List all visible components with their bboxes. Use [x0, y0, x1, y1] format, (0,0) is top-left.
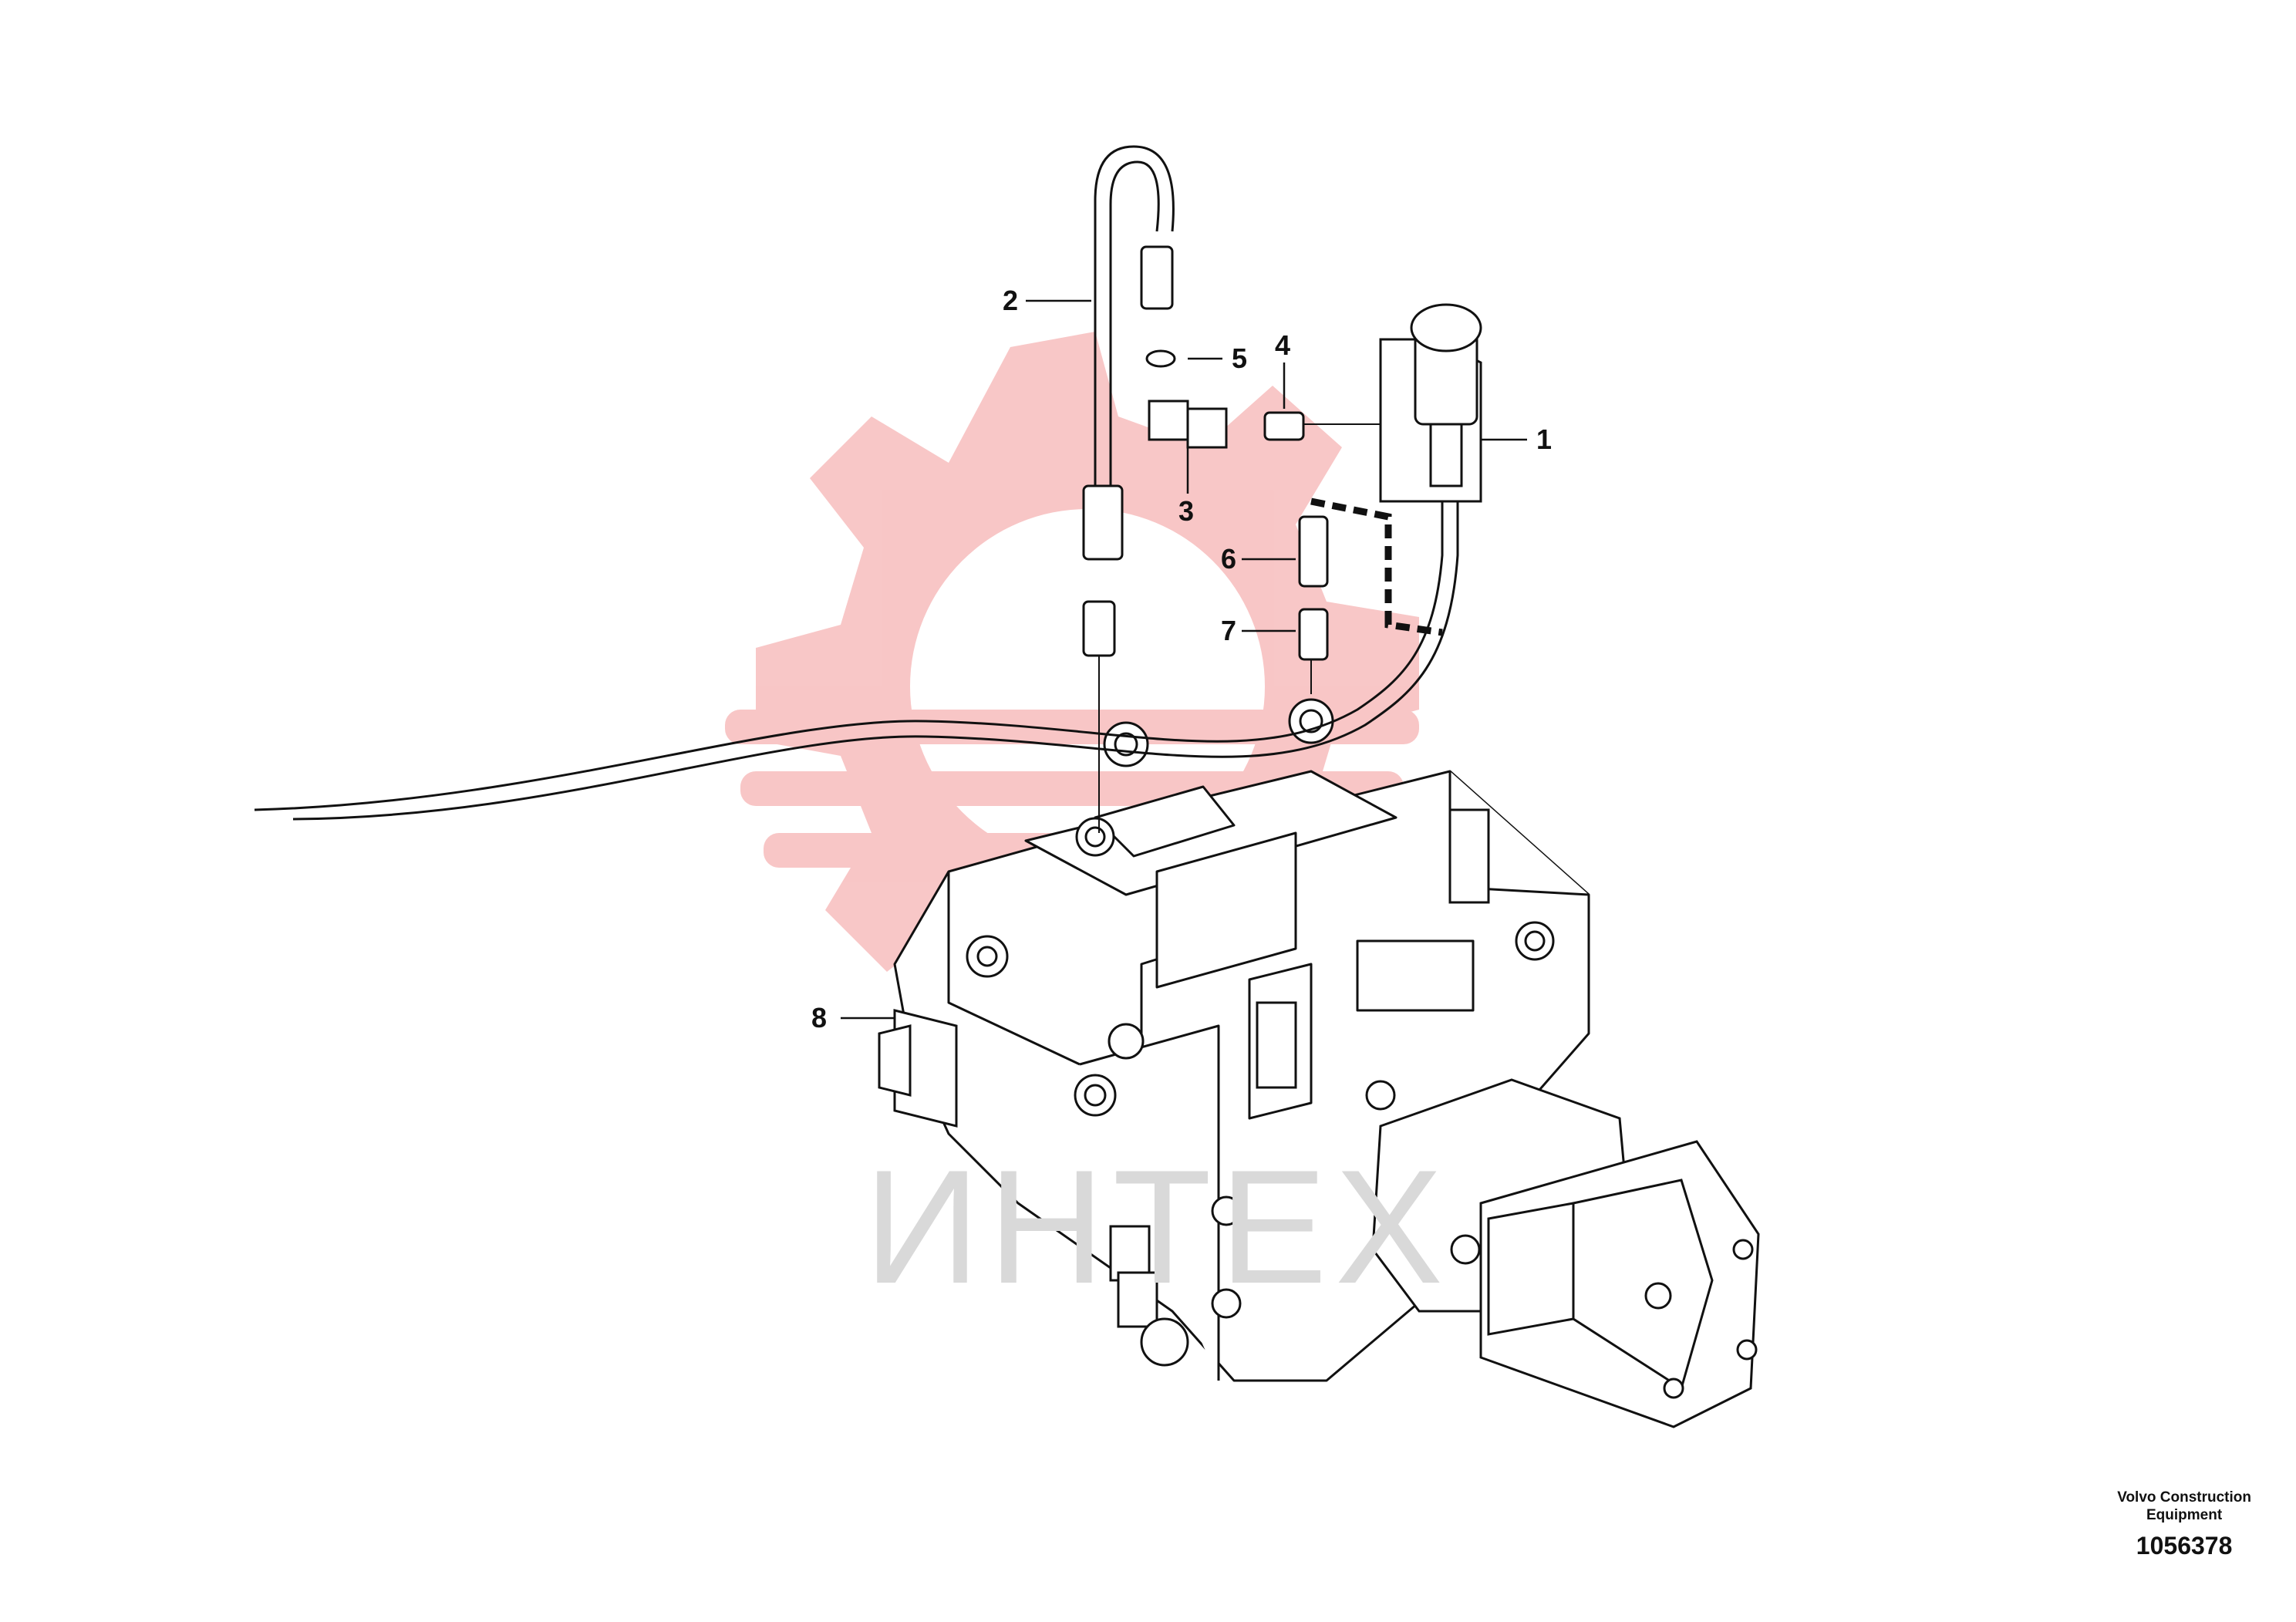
callout-6: 6	[1221, 543, 1236, 575]
callout-2: 2	[1003, 285, 1018, 316]
callout-8: 8	[811, 1002, 827, 1034]
document-number: 1056378	[2136, 1532, 2233, 1560]
callout-7: 7	[1221, 615, 1236, 646]
fittings	[1082, 245, 1329, 661]
ports-and-bolts	[878, 698, 1555, 1367]
credit-block: Volvo Construction Equipment 1056378	[2117, 1489, 2251, 1560]
callout-5: 5	[1232, 342, 1247, 374]
leader-lines	[841, 299, 1527, 1020]
company-name-line1: Volvo Construction	[2117, 1489, 2251, 1506]
callout-4: 4	[1275, 329, 1290, 361]
callout-1: 1	[1536, 423, 1552, 455]
solenoid-valve	[1379, 303, 1482, 503]
company-name-line2: Equipment	[2146, 1507, 2223, 1523]
callout-3: 3	[1178, 495, 1194, 527]
watermark-text: ИНТЕХ	[864, 1136, 1451, 1317]
wire-dashed	[1310, 497, 1443, 636]
gear-pump	[1371, 1078, 1760, 1428]
